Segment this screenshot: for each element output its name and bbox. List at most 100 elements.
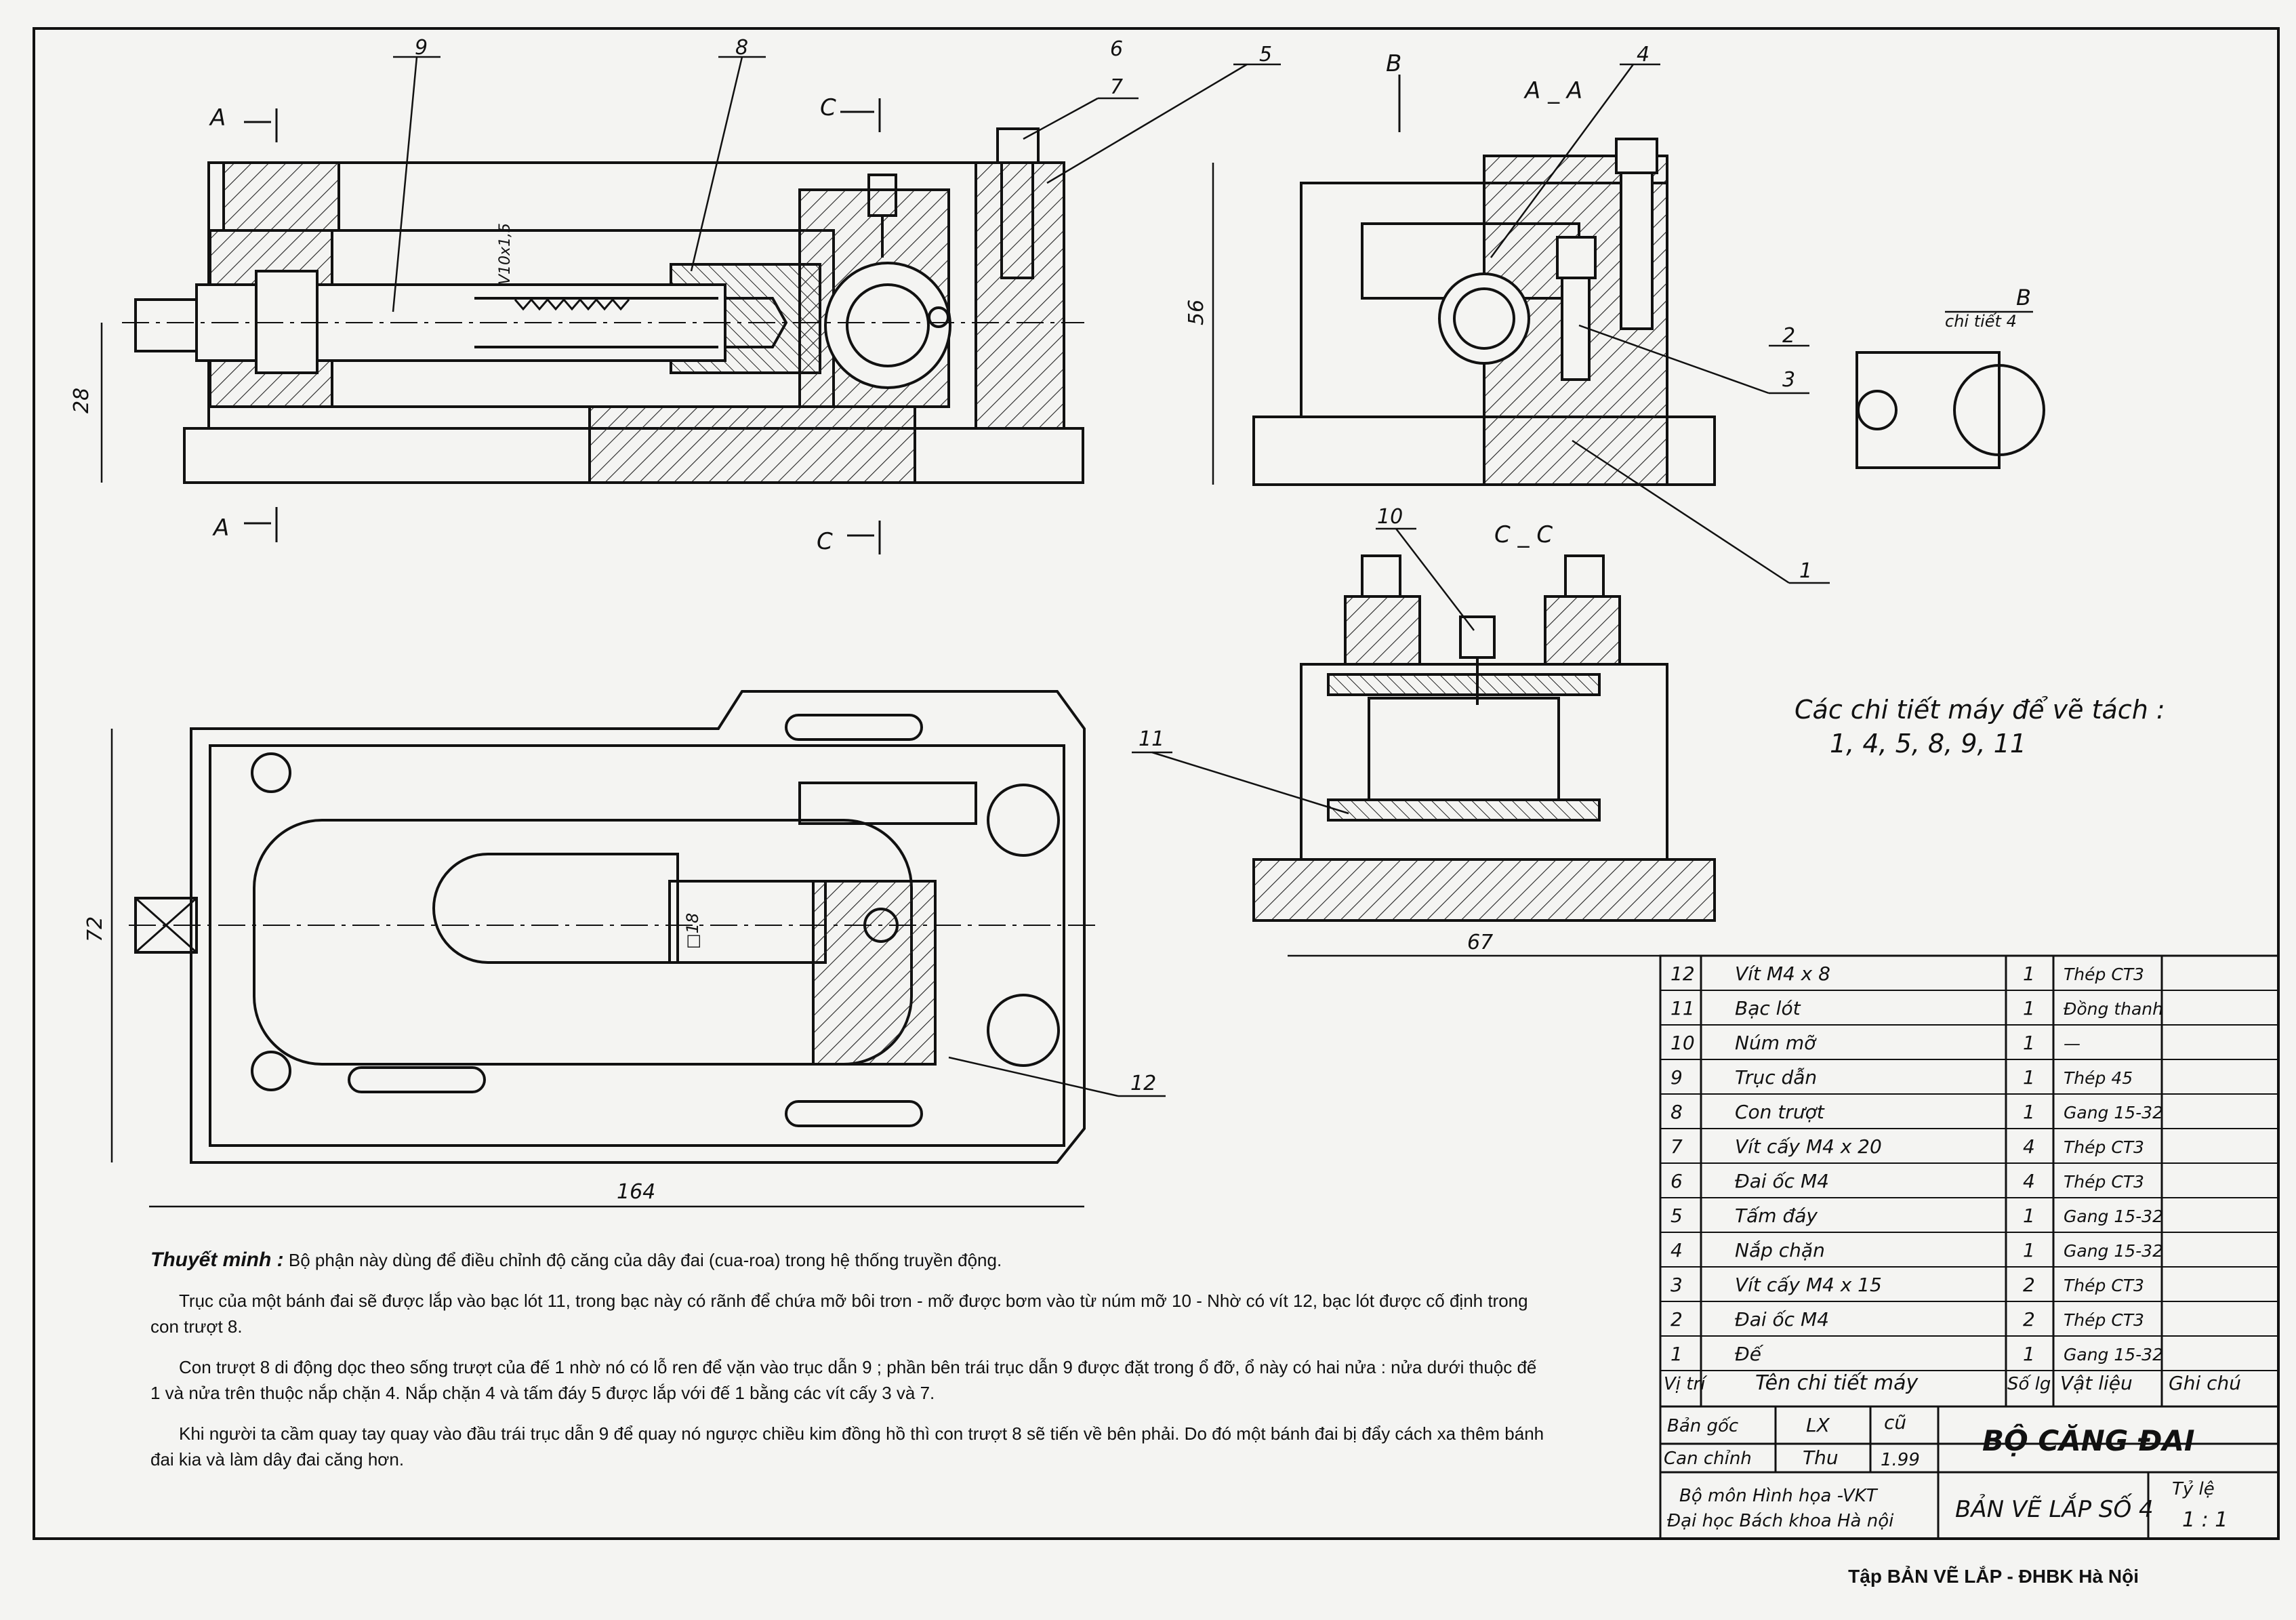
- row-name: Đế: [1735, 1343, 1764, 1365]
- sheet-frame: [33, 27, 2280, 1540]
- row-material: Gang 15-32: [2064, 1345, 2163, 1364]
- row-quantity: 1: [2023, 1101, 2035, 1123]
- callout-5: 5: [1259, 43, 1272, 66]
- leader-lines: [392, 56, 1830, 1097]
- row-quantity: 1: [2023, 1204, 2035, 1227]
- section-a-a: [1252, 138, 1716, 486]
- row-quantity: 1: [2023, 1343, 2035, 1365]
- dim-67: 67: [1467, 931, 1493, 954]
- callout-4: 4: [1637, 43, 1649, 66]
- header-position: Vị trí: [1664, 1374, 1708, 1394]
- row-position: 7: [1670, 1135, 1683, 1158]
- tb-ban-goc-value: LX: [1806, 1414, 1830, 1436]
- row-material: Thép CT3: [2064, 965, 2144, 984]
- tb-signature: Thu: [1803, 1446, 1839, 1469]
- detail-b-subtitle: chi tiết 4: [1945, 312, 2017, 331]
- tb-drawing-no: BẢN VẼ LẮP SỐ 4: [1955, 1493, 2154, 1523]
- row-material: Thép CT3: [2064, 1310, 2144, 1330]
- row-name: Bạc lót: [1735, 997, 1801, 1019]
- row-name: Vít cấy M4 x 15: [1735, 1274, 1882, 1296]
- section-c-top: C: [820, 94, 836, 121]
- dimension-lines: [100, 163, 1681, 1208]
- header-name: Tên chi tiết máy: [1755, 1371, 1919, 1395]
- section-c-c: [1252, 554, 1716, 922]
- row-name: Đai ốc M4: [1735, 1170, 1829, 1192]
- row-position: 11: [1670, 997, 1695, 1019]
- row-position: 10: [1670, 1032, 1695, 1054]
- section-arrows: [244, 75, 1401, 554]
- header-qty: Số lg: [2007, 1374, 2051, 1394]
- header-material: Vật liệu: [2060, 1372, 2133, 1394]
- callout-12: 12: [1130, 1072, 1156, 1095]
- description-heading: Thuyết minh :: [150, 1249, 284, 1271]
- row-position: 6: [1670, 1170, 1683, 1192]
- note-heading: Các chi tiết máy để vẽ tách :: [1795, 695, 2165, 725]
- row-position: 8: [1670, 1101, 1683, 1123]
- row-position: 3: [1670, 1274, 1683, 1296]
- callout-11: 11: [1139, 727, 1164, 751]
- square-label: □18: [683, 913, 702, 949]
- dim-56: 56: [1185, 300, 1208, 325]
- note-list: 1, 4, 5, 8, 9, 11: [1830, 729, 2026, 758]
- tb-date: 1.99: [1881, 1450, 1920, 1470]
- row-quantity: 1: [2023, 1239, 2035, 1261]
- parts-list-table: [1659, 954, 2280, 1540]
- title-c-c: C _ C: [1494, 521, 1553, 548]
- section-c-bottom: C: [817, 528, 833, 555]
- row-material: Thép CT3: [2064, 1137, 2144, 1157]
- row-quantity: 4: [2023, 1135, 2035, 1158]
- row-position: 1: [1670, 1343, 1683, 1365]
- row-quantity: 2: [2023, 1274, 2035, 1296]
- row-name: Vít cấy M4 x 20: [1735, 1135, 1882, 1158]
- tb-scale: 1 : 1: [2182, 1508, 2228, 1532]
- dim-28: 28: [70, 388, 94, 413]
- description-p4: Khi người ta cầm quay tay quay vào đầu t…: [150, 1423, 1544, 1470]
- row-material: Thép CT3: [2064, 1276, 2144, 1295]
- row-material: Thép CT3: [2064, 1172, 2144, 1192]
- callout-9: 9: [415, 36, 428, 60]
- section-a-top: A: [209, 104, 226, 131]
- row-quantity: 2: [2023, 1308, 2035, 1331]
- description-p2: Trục của một bánh đai sẽ được lắp vào bạ…: [150, 1291, 1528, 1337]
- callout-7: 7: [1110, 75, 1123, 99]
- row-material: Gang 15-32: [2064, 1103, 2163, 1122]
- row-position: 2: [1670, 1308, 1683, 1331]
- row-quantity: 1: [2023, 1032, 2035, 1054]
- callout-1: 1: [1799, 559, 1812, 583]
- row-position: 4: [1670, 1239, 1683, 1261]
- row-name: Trục dẫn: [1735, 1066, 1817, 1089]
- row-material: Thép 45: [2064, 1068, 2133, 1088]
- detail-b-title: B: [2016, 285, 2031, 310]
- tb-dept-2: Đại học Bách khoa Hà nội: [1667, 1511, 1894, 1531]
- row-quantity: 1: [2023, 1066, 2035, 1089]
- row-quantity: 1: [2023, 963, 2035, 985]
- row-material: —: [2064, 1034, 2080, 1053]
- callout-10: 10: [1377, 505, 1403, 529]
- header-note: Ghi chú: [2169, 1372, 2241, 1394]
- section-a-bottom: A: [212, 514, 229, 542]
- description-p1: Bộ phận này dùng để điều chỉnh độ căng c…: [288, 1250, 1002, 1270]
- tb-dept-1: Bộ môn Hình họa -VKT: [1679, 1486, 1879, 1506]
- row-position: 9: [1670, 1066, 1683, 1089]
- row-name: Nắp chặn: [1735, 1239, 1825, 1261]
- dim-72: 72: [83, 916, 107, 942]
- description: Thuyết minh : Bộ phận này dùng để điều c…: [150, 1247, 1546, 1487]
- footer: Tập BẢN VẼ LẮP - ĐHBK Hà Nội: [1848, 1566, 2139, 1587]
- row-material: Gang 15-32: [2064, 1207, 2163, 1226]
- detail-b: [1856, 351, 2045, 469]
- row-name: Con trượt: [1735, 1101, 1825, 1123]
- tb-ban-goc: Bản gốc: [1667, 1416, 1738, 1436]
- thread-label: V10x1,5: [497, 223, 514, 285]
- section-b: B: [1386, 50, 1401, 77]
- tb-can-chinh: Can chỉnh: [1664, 1449, 1752, 1469]
- callout-8: 8: [735, 36, 748, 60]
- row-quantity: 4: [2023, 1170, 2035, 1192]
- row-quantity: 1: [2023, 997, 2035, 1019]
- callout-3: 3: [1782, 368, 1795, 392]
- tb-scale-label: Tỷ lệ: [2172, 1479, 2215, 1499]
- callout-6: 6: [1110, 37, 1123, 61]
- front-view: [122, 127, 1084, 484]
- row-name: Vít M4 x 8: [1735, 963, 1830, 985]
